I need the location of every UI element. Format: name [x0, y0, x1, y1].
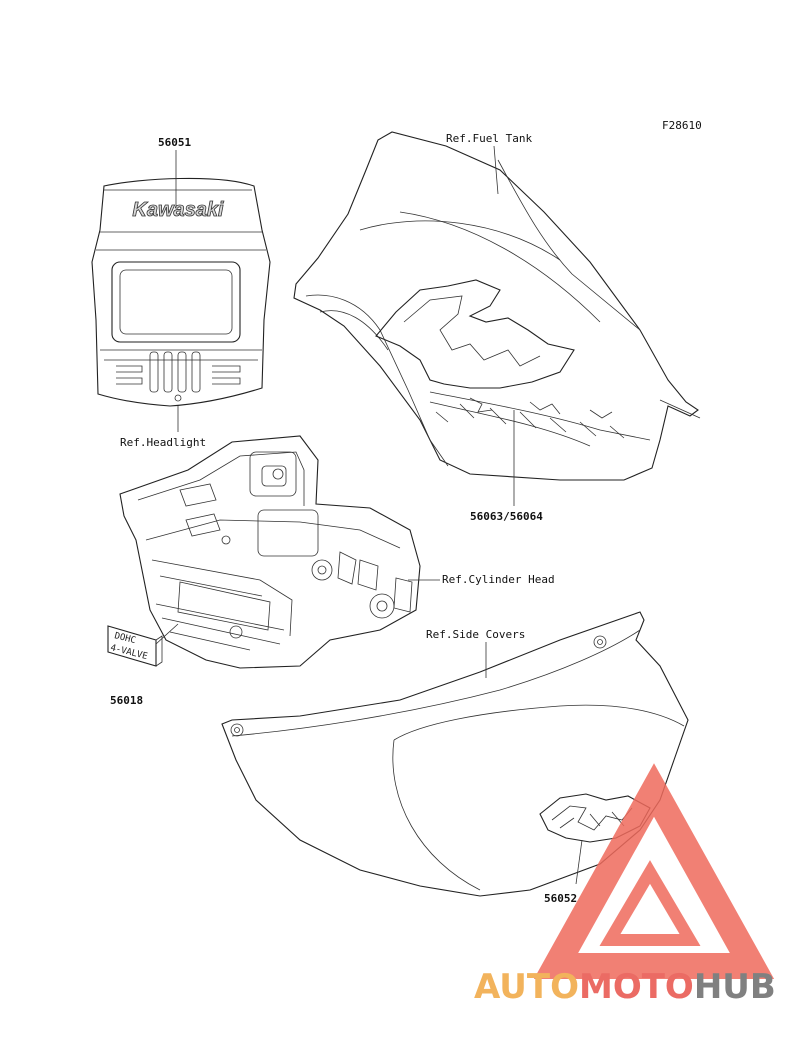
- leader-line-56052: [575, 839, 583, 885]
- kawasaki-logo-text: Kawasaki: [132, 199, 224, 221]
- ref-cylinder-head-label: Ref.Cylinder Head: [442, 573, 555, 586]
- watermark-part-auto: AUTO: [474, 967, 579, 1007]
- watermark-part-moto: MOTO: [579, 967, 694, 1007]
- watermark-text: AUTOMOTOHUB: [474, 967, 776, 1007]
- leader-line-56018: [155, 623, 179, 645]
- emblem-text-4-valve: 4-VALVE: [109, 643, 148, 662]
- headlight-cover-illustration: Kawasaki: [91, 177, 271, 407]
- dohc-emblem: DOHC 4-VALVE: [107, 625, 163, 667]
- cylinder-head-illustration: [119, 435, 421, 669]
- leader-line-fuel-tank: [493, 145, 499, 195]
- watermark-triangle-icon: [533, 763, 775, 979]
- automotohub-watermark: AUTOMOTOHUB: [474, 763, 776, 1007]
- part-number-56051: 56051: [158, 136, 191, 149]
- watermark-inner-triangle-icon: [599, 860, 701, 946]
- part-number-56052: 56052: [544, 892, 577, 905]
- fuel-tank-illustration: [293, 131, 701, 481]
- figure-code: F28610: [662, 119, 702, 132]
- watermark-part-hub: HUB: [694, 967, 776, 1007]
- part-number-56063-56064: 56063/56064: [470, 510, 543, 523]
- part-number-56018: 56018: [110, 694, 143, 707]
- ref-side-covers-label: Ref.Side Covers: [426, 628, 525, 641]
- ref-fuel-tank-label: Ref.Fuel Tank: [446, 132, 532, 145]
- ref-headlight-label: Ref.Headlight: [120, 436, 206, 449]
- tank-decal-outline: [375, 279, 575, 389]
- side-cover-illustration: [221, 611, 689, 897]
